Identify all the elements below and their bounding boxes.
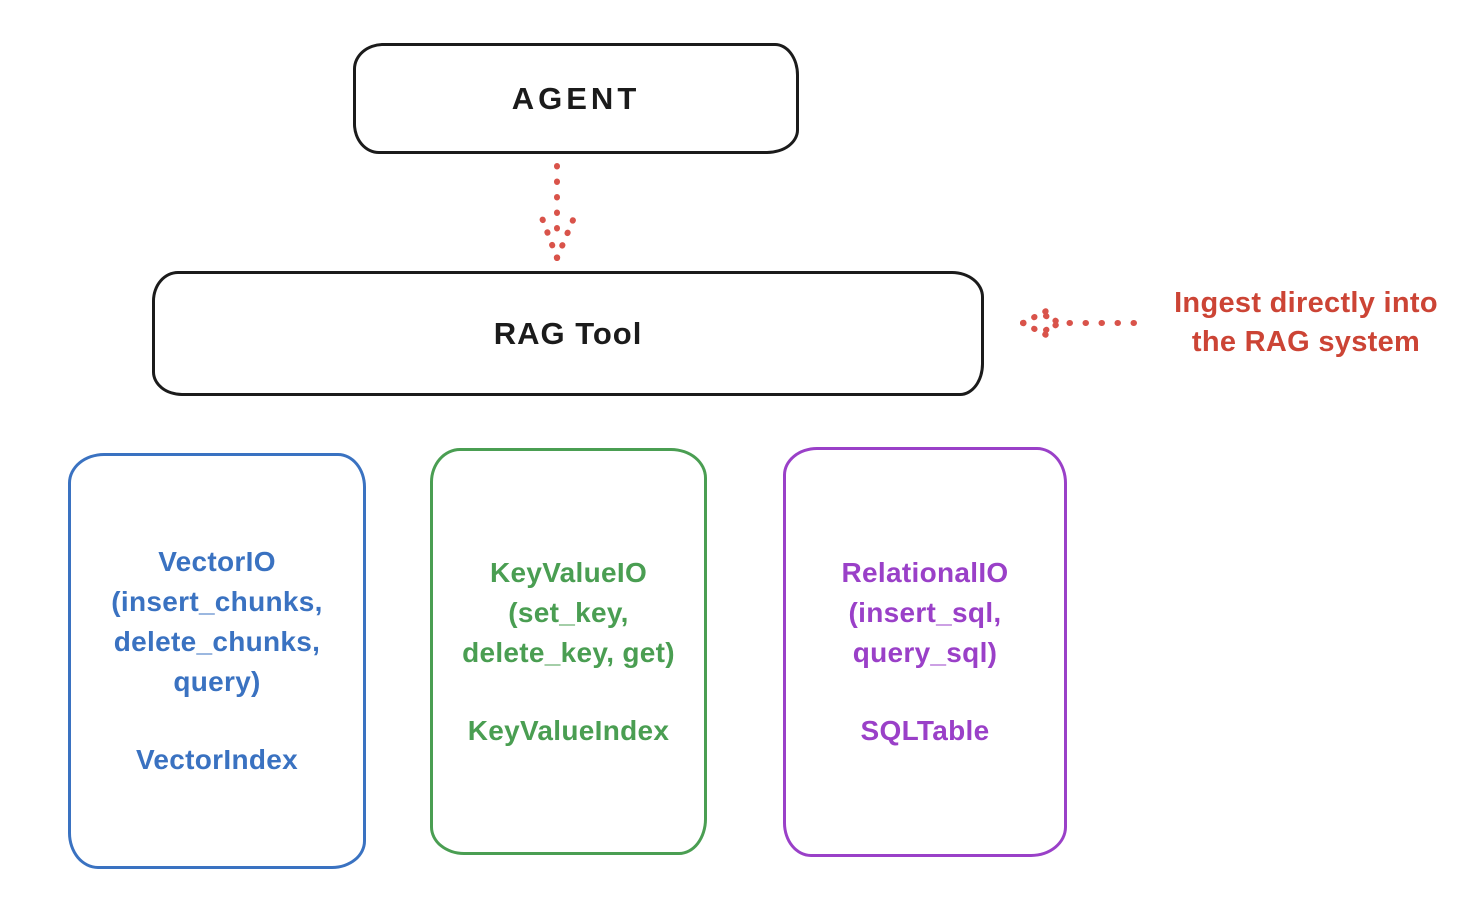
rag-tool-label: RAG Tool [493,315,643,351]
keyvalueio-line: delete_key, get) [462,636,675,668]
keyvalueio-title: KeyValueIO [489,556,648,588]
keyvalue-index-label: KeyValueIndex [467,714,670,746]
keyvalueio-line: (set_key, [508,596,629,628]
vectorio-box: VectorIO (insert_chunks, delete_chunks, … [68,453,366,869]
relationalio-line: (insert_sql, [848,597,1002,628]
vectorio-line: delete_chunks, [113,626,321,657]
vectorio-title: VectorIO [158,546,276,577]
relationalio-line: query_sql) [852,637,998,668]
ingest-annotation-line1: Ingest directly into [1174,287,1438,319]
agent-label: AGENT [511,80,641,116]
dotted-arrow-down-icon [539,163,576,261]
vectorio-line: query) [173,666,261,697]
ingest-annotation-line2: the RAG system [1191,326,1421,358]
vector-index-label: VectorIndex [135,744,299,775]
sql-table-label: SQLTable [860,715,990,746]
vectorio-line: (insert_chunks, [111,586,323,617]
relationalio-title: RelationalIO [841,557,1009,588]
keyvalueio-box: KeyValueIO (set_key, delete_key, get) Ke… [430,448,707,855]
dotted-arrow-left-icon [1020,305,1137,341]
ingest-annotation: Ingest directly into the RAG system [1138,284,1474,362]
rag-tool-node: RAG Tool [152,271,984,396]
agent-node: AGENT [353,43,799,154]
relationalio-box: RelationalIO (insert_sql, query_sql) SQL… [783,447,1067,857]
